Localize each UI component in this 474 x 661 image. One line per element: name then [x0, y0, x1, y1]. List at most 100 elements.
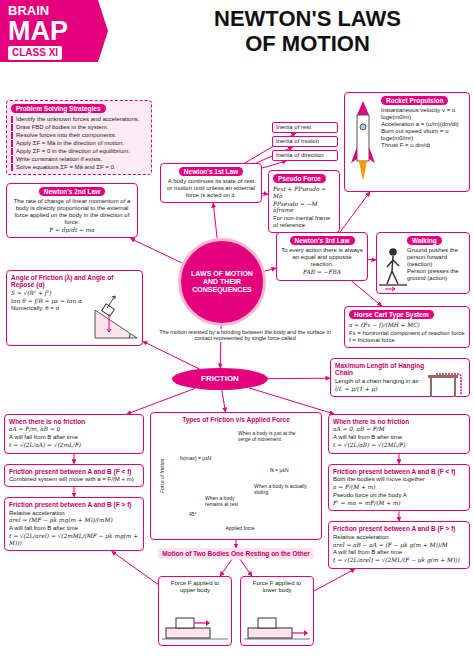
node-heading: Force F applied to lower body — [245, 580, 309, 594]
node-text: Instantaneous velocity v = u loge(m0/m) — [381, 107, 465, 121]
case-box: Friction present between A and B (F < f)… — [328, 464, 470, 512]
connector — [240, 559, 252, 576]
node-heading: Friction present between A and B (F < f) — [333, 468, 465, 475]
connector — [368, 259, 376, 261]
node-heading: Problem Solving Strategies — [11, 104, 106, 113]
chain-table-illustration — [426, 367, 466, 401]
connector — [220, 559, 232, 576]
node-text: Combined system will move with a = F/(M … — [9, 476, 139, 483]
node-heading: Newton's 3rd Law — [290, 236, 355, 245]
node-heading: Walking — [407, 236, 442, 245]
node-text: Apply ΣF = 0 in the direction of equilib… — [11, 148, 147, 155]
connector — [268, 378, 330, 379]
node-heading: Types of Friction v/s Applied Force — [155, 416, 317, 423]
node-text: Relative acceleration — [333, 534, 465, 541]
walking-box: WalkingGround pushes the person forward … — [376, 232, 470, 294]
pseudo-force-box: Pseudo ForceFext + FPseudo = MāFPseudo =… — [268, 170, 340, 233]
case-box: When there is no frictionaA = F/m, aB = … — [4, 414, 144, 454]
node-heading: Rocket Propulsion — [381, 96, 448, 105]
node-text: a = F/(M + m) — [333, 484, 465, 491]
node-text: Thrust F = u dm/dt — [381, 142, 465, 149]
node-text: The rate of change of linear momentum of… — [11, 198, 133, 226]
rocket-box: Rocket PropulsionInstantaneous velocity … — [344, 92, 470, 192]
node-text: Draw FBD of bodies in the system. — [11, 124, 147, 131]
node-text: FAB = −FBA — [281, 269, 363, 276]
node-text: f = frictional force — [349, 337, 465, 344]
node-text: Fx = horizontal component of reaction fo… — [349, 330, 465, 337]
node-heading: Inertia of direction — [276, 152, 334, 159]
angle-label: 45° — [189, 512, 205, 518]
connector — [249, 388, 334, 414]
node-text: aA = 0, aB = F/M — [333, 426, 465, 433]
connector — [74, 454, 75, 464]
node-text: Identify the unknown forces and accelera… — [11, 116, 147, 123]
inertia-box: Inertia of rest — [272, 122, 338, 133]
node-text: a = (Fx − f)/(MH + MC) — [349, 322, 465, 329]
node-text: Resolve forces into their components. — [11, 132, 147, 139]
connector — [399, 511, 400, 521]
law-box: Newton's 1st LawA body continues its sta… — [160, 163, 262, 203]
two-block-illustration — [244, 610, 310, 642]
node-heading: Force F applied to upper body — [163, 580, 227, 594]
connector — [265, 268, 276, 271]
node-text: F = dp/dt = ma — [11, 227, 133, 234]
node-text: A will fall from B after time — [9, 525, 139, 532]
connector — [112, 551, 158, 584]
connector — [74, 487, 75, 497]
node-text: Both the bodies will move together — [333, 476, 465, 483]
law-box: Newton's 3rd LawTo every action there is… — [276, 232, 368, 281]
node-text: A will fall from B after time — [333, 434, 465, 441]
node-text: A will fall from B after time — [9, 434, 139, 441]
case-box: When there is no frictionaA = 0, aB = F/… — [328, 414, 470, 454]
class-tag: CLASS XI — [8, 46, 62, 60]
node-heading: Maximum Length of Hanging Chain — [335, 362, 425, 377]
graph-formula: fs(max) = μsN — [180, 456, 224, 462]
node-text: Length of a chain hanging in air — [335, 378, 425, 385]
connector — [222, 390, 226, 412]
node-heading: Angle of Friction (λ) and Angle of Repos… — [11, 274, 138, 289]
note-text: The motion resisted by a bonding between… — [152, 329, 338, 342]
connector — [399, 454, 400, 464]
case-box: Friction present between A and B (F > f)… — [4, 497, 144, 551]
law-box: Newton's 2nd LawThe rate of change of li… — [6, 183, 138, 239]
brand-badge — [0, 0, 108, 62]
node-text: l/L = μ/(1 + μ) — [335, 386, 425, 393]
case-box: Force F applied to upper body — [158, 576, 232, 646]
node-text: A will fall from B after time — [333, 549, 465, 556]
node-text: A body continues its state of rest or mo… — [165, 178, 257, 199]
node-text: Apply ΣF = Mā in the direction of motion… — [11, 140, 147, 147]
connector — [314, 569, 355, 591]
connector — [262, 161, 286, 168]
central-topic: LAWS OF MOTION AND THEIR CONSEQUENCES — [178, 238, 266, 326]
node-text: t = √(2L/aA) = √(2mL/F) — [9, 442, 139, 449]
node-text: Acceleration a = (u/m)(dm/dt) — [381, 121, 465, 128]
node-heading: LAWS OF MOTION AND THEIR CONSEQUENCES — [189, 270, 255, 294]
node-text: Numerically, θ = α — [11, 305, 91, 312]
connector — [213, 203, 217, 238]
two-block-illustration — [162, 610, 228, 642]
brand-word: MAP — [8, 16, 96, 47]
node-text: Pseudo force on the body A — [333, 492, 465, 499]
node-text: Person presses the ground (action) — [407, 268, 465, 282]
node-heading: When there is no friction — [333, 418, 465, 425]
chain-box: Maximum Length of Hanging ChainLength of… — [330, 358, 470, 397]
walking-figure — [379, 247, 407, 293]
rocket-illustration — [347, 97, 379, 189]
node-text: arel = aB − aA = (F − μk g(m + M))/M — [333, 542, 465, 549]
node-heading: Inertia of rest — [276, 124, 334, 131]
node-heading: Inertia of motion — [276, 138, 334, 145]
node-text: t = √(2L/aB) = √(2ML/F) — [333, 442, 465, 449]
connector — [130, 238, 182, 263]
node-text: tan θ = f/R = μs = tan α — [11, 298, 91, 305]
node-heading: Horse Cart Type System — [349, 310, 434, 319]
node-text: Relative acceleration — [9, 510, 139, 517]
node-text: Fext + FPseudo = Mā — [273, 186, 335, 199]
node-text: S = √(R² + f²) — [11, 290, 91, 297]
node-text: Ground pushes the person forward (reacti… — [407, 247, 465, 268]
node-heading: Friction present between A and B (F < f) — [9, 468, 139, 475]
node-text: t = √(2L/arel) = √(2ML/(F − μk g(m + M))… — [333, 557, 465, 564]
node-text: Write constraint relation if exists. — [11, 156, 147, 163]
node-heading: Pseudo Force — [273, 174, 326, 183]
connector — [127, 388, 195, 414]
connector — [236, 540, 237, 548]
